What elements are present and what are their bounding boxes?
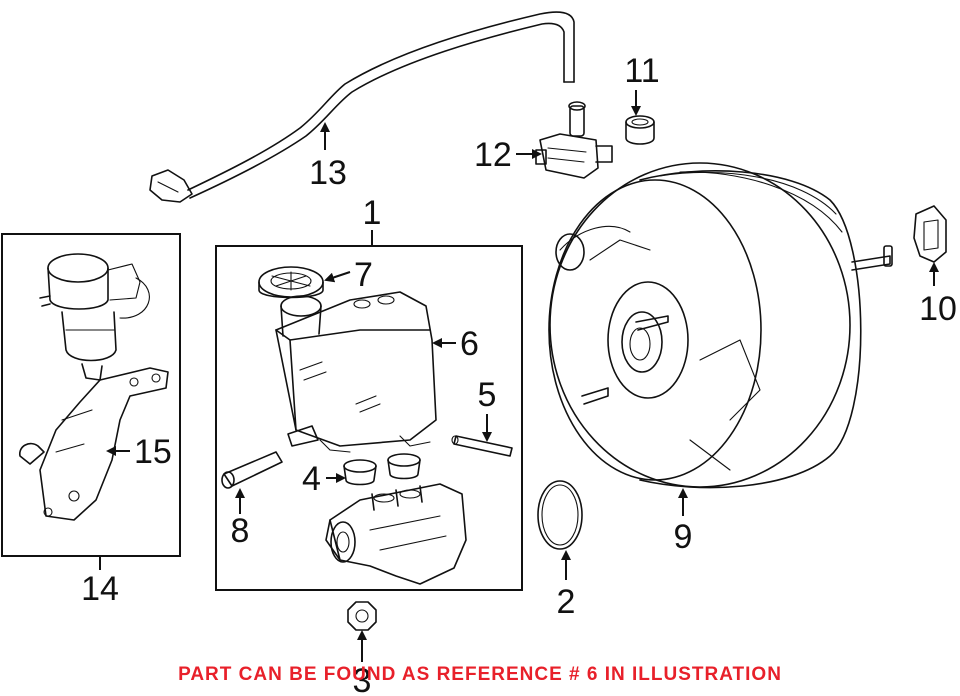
callout-9: 9 xyxy=(674,518,693,556)
callout-13: 13 xyxy=(309,154,347,192)
callout-5: 5 xyxy=(478,376,497,414)
callout-15: 15 xyxy=(134,433,172,471)
check-valve xyxy=(535,101,613,179)
reservoir-seals xyxy=(343,453,421,486)
callout-1: 1 xyxy=(363,194,382,232)
retaining-pin xyxy=(451,435,513,457)
vacuum-pump xyxy=(39,253,150,381)
vacuum-pump-group-box xyxy=(1,233,181,557)
grommet xyxy=(625,115,655,145)
callout-10: 10 xyxy=(919,290,957,328)
master-cylinder xyxy=(325,483,467,585)
callout-11: 11 xyxy=(624,52,659,90)
level-sensor xyxy=(221,451,283,489)
vacuum-sensor xyxy=(913,205,947,263)
master-cylinder-group-box xyxy=(215,245,523,591)
vacuum-hose xyxy=(149,11,575,203)
callout-3: 3 xyxy=(353,662,372,696)
callout-labels: 1 7 6 5 4 8 3 2 9 10 11 12 13 15 14 xyxy=(81,52,957,696)
callout-8: 8 xyxy=(231,512,250,550)
reservoir-cap xyxy=(258,266,324,299)
callout-4: 4 xyxy=(302,460,321,498)
callout-6: 6 xyxy=(460,325,479,363)
brake-booster xyxy=(548,162,893,489)
leader-lines xyxy=(99,90,939,662)
callout-2: 2 xyxy=(557,583,576,621)
callout-14: 14 xyxy=(81,570,119,608)
callout-7: 7 xyxy=(354,256,373,294)
o-ring-seal xyxy=(537,480,583,550)
reference-note: PART CAN BE FOUND AS REFERENCE # 6 IN IL… xyxy=(178,664,782,685)
pump-bracket xyxy=(19,367,169,521)
callout-12: 12 xyxy=(474,136,512,174)
mounting-nut xyxy=(347,601,377,631)
fluid-reservoir xyxy=(275,291,437,453)
